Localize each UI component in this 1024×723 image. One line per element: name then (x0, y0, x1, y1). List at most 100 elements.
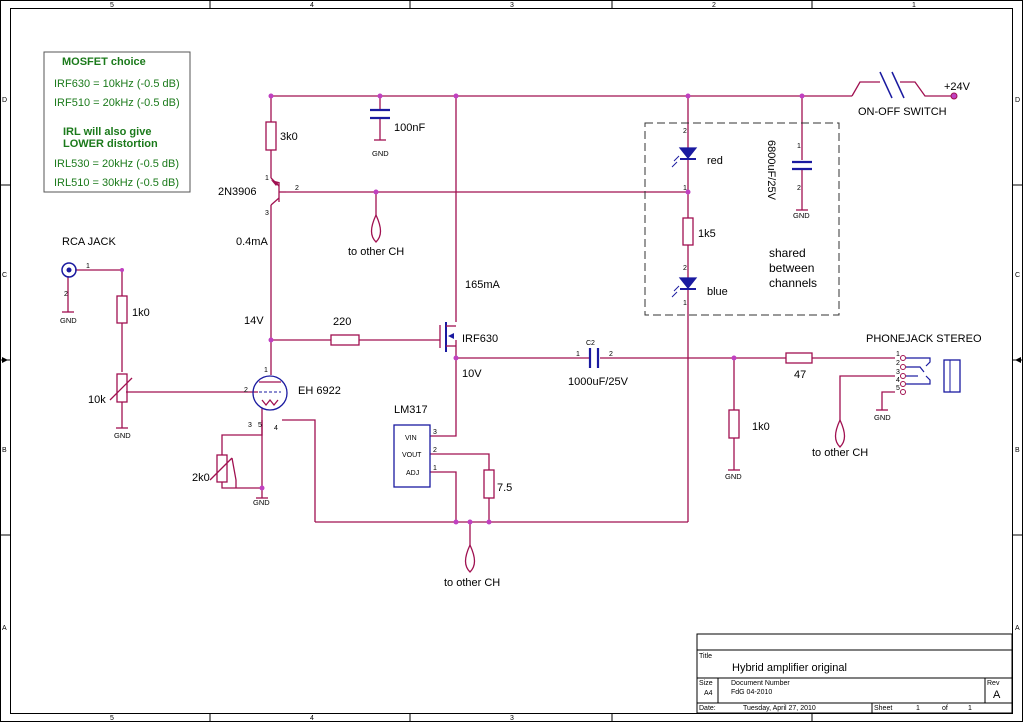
title-label: Title (699, 653, 712, 660)
row-label: D (1015, 97, 1020, 104)
svg-text:4: 4 (274, 425, 278, 432)
label-switch: ON-OFF SWITCH (858, 106, 947, 118)
label-other-ch: to other CH (444, 577, 500, 589)
svg-text:1: 1 (896, 351, 900, 358)
label-1k0-out: 1k0 (752, 421, 770, 433)
date-label: Date: (699, 705, 716, 712)
rca-jack: RCA JACK 12 GND (60, 236, 116, 325)
label-between: between (769, 261, 814, 275)
center-mark-left (2, 357, 8, 363)
docnum-value: FdG 04-2010 (731, 689, 772, 696)
label-tube: EH 6922 (298, 385, 341, 397)
svg-text:1: 1 (683, 185, 687, 192)
title-block: Title Hybrid amplifier original Size A4 … (696, 633, 1013, 714)
label-165ma: 165mA (465, 279, 501, 291)
gnd-label: GND (114, 431, 131, 440)
offpage-connector-right: to other CH (812, 418, 868, 459)
title-value: Hybrid amplifier original (732, 662, 847, 674)
svg-text:2: 2 (609, 351, 613, 358)
svg-text:3: 3 (265, 210, 269, 217)
row-label: B (2, 447, 7, 454)
on-off-switch: ON-OFF SWITCH +24V (858, 71, 971, 118)
label-current-04: 0.4mA (236, 236, 268, 248)
col-label: 5 (110, 2, 114, 9)
led-red: red 2 1 (671, 128, 723, 192)
offpage-connector-top: to other CH (348, 213, 404, 258)
potentiometer-2k0: 2k0 GND (192, 454, 270, 507)
label-6800uf: 6800uF/25V (765, 140, 777, 201)
of-label: of (942, 705, 948, 712)
note-title: MOSFET choice (62, 56, 146, 68)
label-lm317: LM317 (394, 404, 428, 416)
svg-text:1: 1 (86, 263, 90, 270)
label-1k0-in: 1k0 (132, 307, 150, 319)
wires (67, 81, 954, 545)
label-irf630: IRF630 (462, 333, 498, 345)
label-c2-value: 1000uF/25V (568, 376, 629, 388)
note-line: IRL530 = 20kHz (-0.5 dB) (54, 158, 179, 170)
pin-adj: ADJ (406, 470, 419, 477)
svg-text:3: 3 (896, 369, 900, 376)
gnd-label: GND (725, 472, 742, 481)
column-labels-bottom: 5 4 3 (110, 715, 514, 722)
svg-text:3: 3 (433, 429, 437, 436)
capacitor-c2: C2 1 2 1000uF/25V (568, 340, 629, 388)
size-label: Size (699, 680, 713, 687)
label-1k5: 1k5 (698, 228, 716, 240)
gnd-label: GND (793, 211, 810, 220)
col-label: 2 (712, 2, 716, 9)
col-label: 1 (912, 2, 916, 9)
mosfet-irf630: 165mA IRF630 10V (439, 279, 501, 380)
svg-text:2: 2 (683, 265, 687, 272)
label-supply: +24V (944, 81, 971, 93)
note-line: IRF510 = 20kHz (-0.5 dB) (54, 97, 180, 109)
capacitor-6800uf: 12 6800uF/25V GND (765, 140, 812, 220)
label-other-ch: to other CH (812, 447, 868, 459)
note-irl: IRL will also give (63, 126, 151, 138)
label-other-ch: to other CH (348, 246, 404, 258)
transistor-2n3906: 2N3906 123 (218, 175, 299, 217)
junctions (120, 92, 958, 525)
shared-section-box (644, 122, 840, 316)
row-label: A (2, 625, 7, 632)
row-label: C (2, 272, 7, 279)
offpage-connector-bottom: to other CH (444, 543, 500, 589)
resistor-3k0 (265, 121, 277, 151)
led-blue: blue 21 (671, 265, 728, 307)
regulator-lm317: LM317 VIN VOUT ADJ 321 (393, 404, 437, 488)
row-label: A (1015, 625, 1020, 632)
gnd-label: GND (372, 149, 389, 158)
col-label: 4 (310, 715, 314, 722)
svg-text:2: 2 (683, 128, 687, 135)
label-10k: 10k (88, 394, 106, 406)
row-labels: D C B A D C B A (2, 97, 1020, 632)
svg-text:1: 1 (264, 367, 268, 374)
gnd-label: GND (253, 498, 270, 507)
col-label: 3 (510, 2, 514, 9)
date-value: Tuesday, April 27, 2010 (743, 705, 816, 712)
resistor-47 (785, 352, 813, 364)
column-labels-top: 5 4 3 2 1 (110, 2, 916, 9)
label-10v: 10V (462, 368, 482, 380)
note-irl: LOWER distortion (63, 138, 158, 150)
label-2k0: 2k0 (192, 472, 210, 484)
label-c2: C2 (586, 340, 595, 347)
svg-text:2: 2 (797, 185, 801, 192)
svg-text:2: 2 (896, 360, 900, 367)
label-phonejack: PHONEJACK STEREO (866, 333, 982, 345)
svg-text:1: 1 (576, 351, 580, 358)
note-line: IRL510 = 30kHz (-0.5 dB) (54, 177, 179, 189)
label-14v: 14V (244, 315, 264, 327)
resistor-220 (330, 334, 360, 346)
label-47: 47 (794, 369, 806, 381)
row-label: D (2, 97, 7, 104)
rev-value: A (993, 689, 1001, 701)
svg-text:4: 4 (896, 377, 900, 384)
label-220: 220 (333, 316, 351, 328)
resistor-1k5 (682, 217, 694, 246)
col-label: 4 (310, 2, 314, 9)
label-red: red (707, 155, 723, 167)
